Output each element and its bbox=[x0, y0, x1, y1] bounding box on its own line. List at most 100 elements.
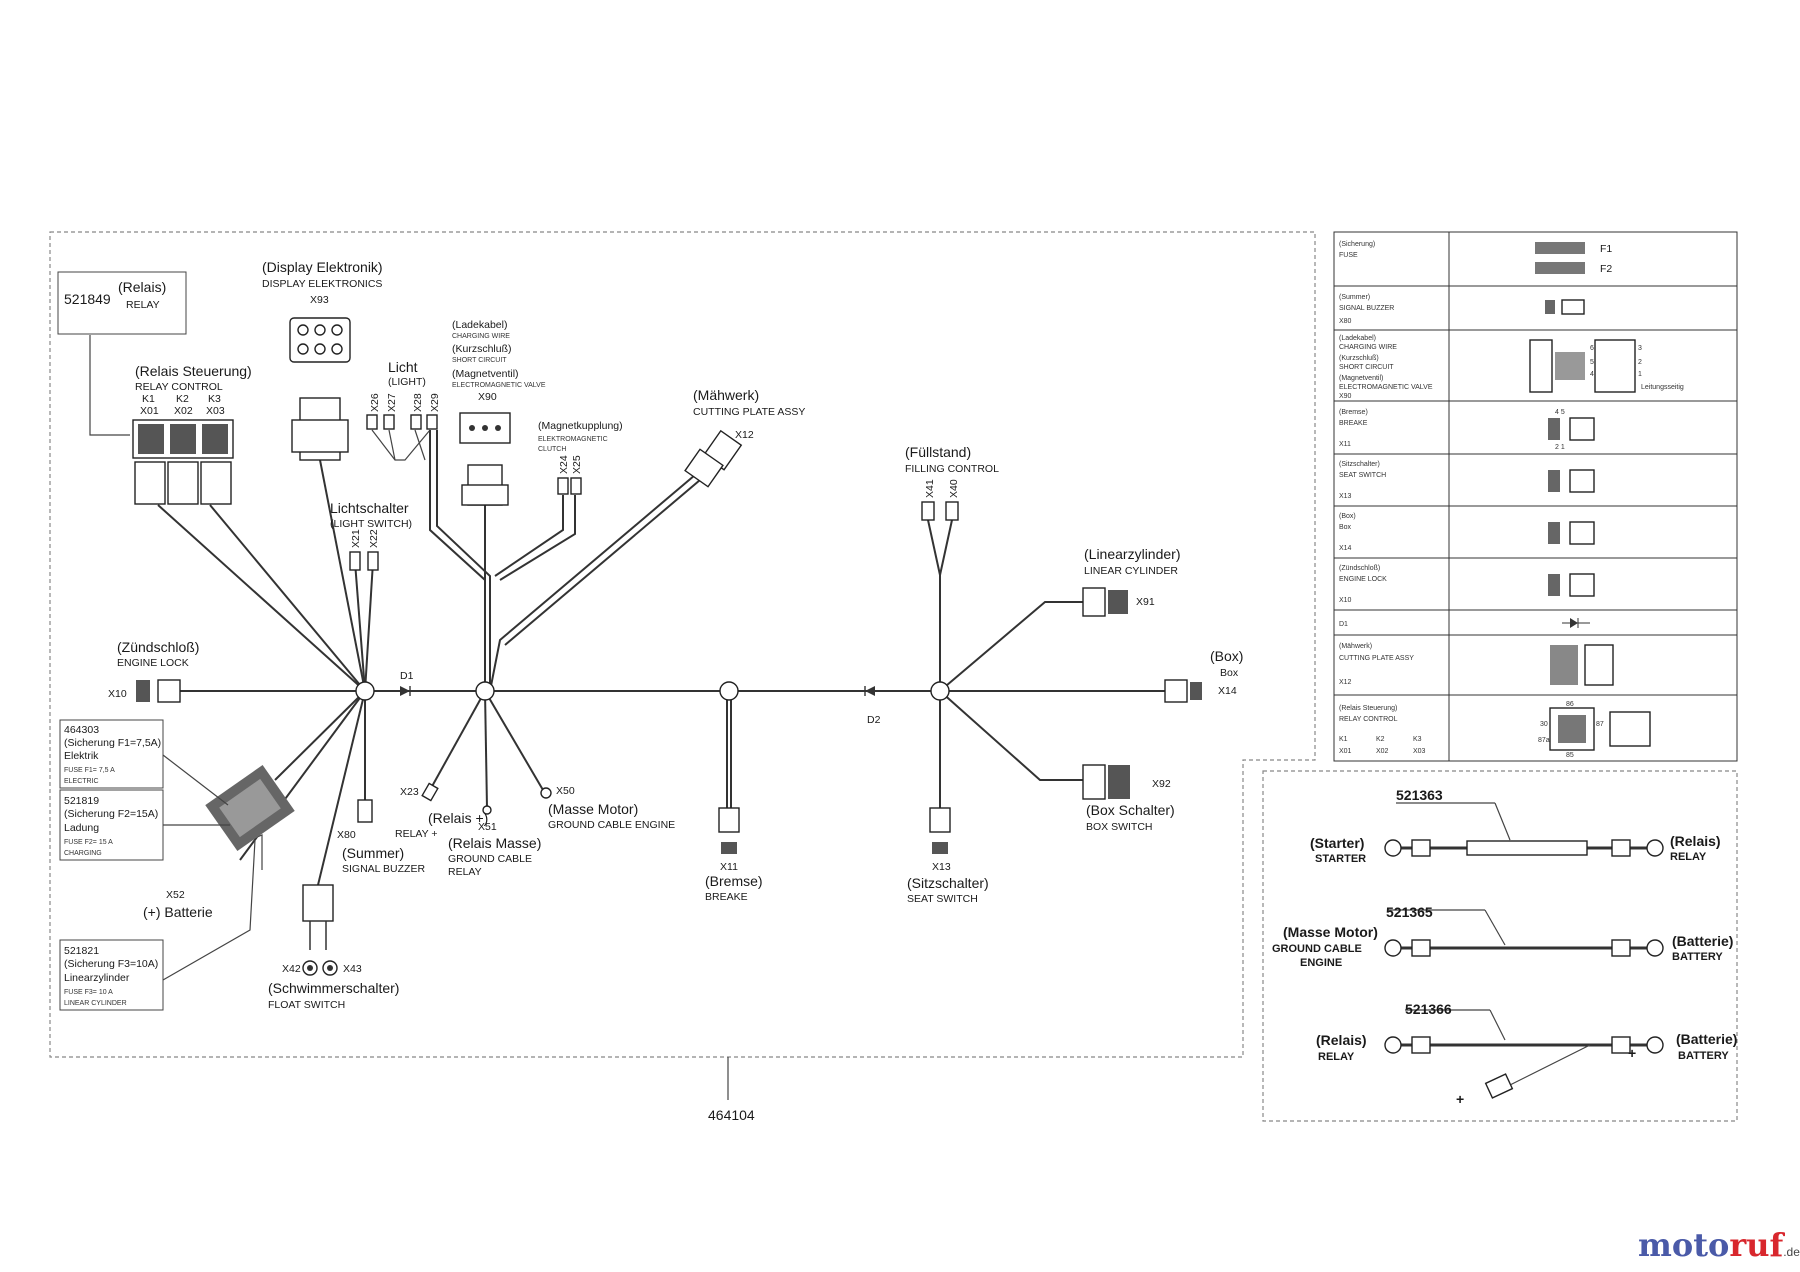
watermark-logo: motoruf.de bbox=[1638, 1226, 1800, 1264]
harness-node-2 bbox=[475, 681, 495, 701]
x29-label: X29 bbox=[429, 393, 441, 412]
fuse-f3-box bbox=[59, 939, 164, 1011]
legend-diode-icon bbox=[1562, 618, 1590, 628]
relay-plus-label-en: RELAY + bbox=[395, 828, 438, 840]
fuse-block bbox=[205, 764, 295, 852]
legend-charging-label-en: CHARGING WIRE bbox=[1339, 344, 1397, 351]
cable-521363-left-label-en: STARTER bbox=[1315, 853, 1366, 865]
legend-k1: K1 bbox=[1339, 736, 1348, 743]
fuse-f3-label2: Linearzylinder bbox=[64, 972, 130, 984]
brake-label-en: BREAKE bbox=[705, 891, 748, 903]
legend-short-label: (Kurzschluß) bbox=[1339, 355, 1379, 362]
valve-label-en: ELECTROMAGNETIC VALVE bbox=[452, 382, 546, 389]
legend-box-label: (Box) bbox=[1339, 513, 1356, 520]
fuse-f2-box bbox=[59, 789, 164, 861]
light-label-en: (LIGHT) bbox=[388, 376, 426, 388]
x52-label: X52 bbox=[166, 889, 185, 901]
harness-boundary bbox=[49, 231, 1316, 1058]
legend-brake-x11: X11 bbox=[1339, 441, 1351, 448]
legend-cutting-label: (Mähwerk) bbox=[1339, 643, 1372, 650]
x02-label: X02 bbox=[174, 405, 193, 417]
cable-521366-plus-left: + bbox=[1456, 1091, 1464, 1107]
legend-seat-label-en: SEAT SWITCH bbox=[1339, 472, 1386, 479]
box-switch-label: (Box Schalter) bbox=[1086, 802, 1175, 818]
x25-label: X25 bbox=[571, 455, 583, 474]
x50-label: X50 bbox=[556, 785, 575, 797]
x23-label: X23 bbox=[400, 786, 419, 798]
legend-pin-1: 1 bbox=[1638, 371, 1642, 378]
fuse-f3-number: 521821 bbox=[64, 945, 99, 957]
legend-engine-lock-label-en: ENGINE LOCK bbox=[1339, 576, 1387, 583]
cable-521365-left-label: (Masse Motor) bbox=[1283, 924, 1378, 940]
fuse-f1-label-en: FUSE F1= 7,5 A bbox=[64, 767, 115, 774]
x28-label: X28 bbox=[412, 393, 424, 412]
buzzer-label-en: SIGNAL BUZZER bbox=[342, 863, 425, 875]
cable-521363-right-label-en: RELAY bbox=[1670, 851, 1707, 863]
cutting-plate-label: (Mähwerk) bbox=[693, 387, 759, 403]
relay-ground-connector-x51 bbox=[482, 805, 492, 815]
relay-control-label: (Relais Steuerung) bbox=[135, 363, 252, 379]
float-switch-label: (Schwimmerschalter) bbox=[268, 980, 399, 996]
brake-connector-x11 bbox=[718, 807, 740, 854]
x22-label: X22 bbox=[368, 529, 380, 548]
legend-k2: K2 bbox=[1376, 736, 1385, 743]
linear-cylinder-label-en: LINEAR CYLINDER bbox=[1084, 565, 1178, 577]
legend-buzzer-label: (Summer) bbox=[1339, 294, 1370, 301]
engine-ground-label-en: GROUND CABLE ENGINE bbox=[548, 819, 675, 831]
cable-521365-right-label-en: BATTERY bbox=[1672, 951, 1723, 963]
engine-ground-label: (Masse Motor) bbox=[548, 801, 638, 817]
legend-box-x14: X14 bbox=[1339, 545, 1352, 552]
cable-521366-right-label: (Batterie) bbox=[1676, 1031, 1737, 1047]
light-connectors bbox=[366, 414, 438, 430]
legend-valve-label-en: ELECTROMAGNETIC VALVE bbox=[1339, 384, 1433, 391]
box-switch-connector-x92 bbox=[1082, 764, 1130, 800]
legend-pin-5: 5 bbox=[1590, 359, 1594, 366]
watermark-part2: ruf bbox=[1729, 1226, 1784, 1264]
float-switch-label-en: FLOAT SWITCH bbox=[268, 999, 345, 1011]
display-connector-x93 bbox=[289, 317, 351, 363]
legend-pin-85: 85 bbox=[1566, 752, 1574, 759]
box-switch-label-en: BOX SWITCH bbox=[1086, 821, 1153, 833]
fuse-f2-label2: Ladung bbox=[64, 822, 99, 834]
x24-label: X24 bbox=[558, 455, 570, 474]
legend-pin-45: 4 5 bbox=[1555, 409, 1565, 416]
clutch-label: (Magnetkupplung) bbox=[538, 420, 623, 432]
x93-label: X93 bbox=[310, 294, 329, 306]
filling-label: (Füllstand) bbox=[905, 444, 971, 460]
cable-521366-number: 521366 bbox=[1405, 1001, 1452, 1017]
box-connector-x14 bbox=[1164, 679, 1202, 703]
clutch-label-en2: CLUTCH bbox=[538, 446, 566, 453]
x40-label: X40 bbox=[948, 479, 960, 498]
legend-pin-30: 30 bbox=[1540, 721, 1548, 728]
x91-label: X91 bbox=[1136, 596, 1155, 608]
legend-x03: X03 bbox=[1413, 748, 1426, 755]
x26-label: X26 bbox=[369, 393, 381, 412]
cutting-plate-connector-x12 bbox=[684, 429, 743, 488]
legend-pin-86: 86 bbox=[1566, 701, 1574, 708]
relay-label: (Relais) bbox=[118, 279, 166, 295]
charging-label: (Ladekabel) bbox=[452, 319, 507, 331]
relay-ground-label: (Relais Masse) bbox=[448, 835, 541, 851]
short-circuit-label-en: SHORT CIRCUIT bbox=[452, 357, 507, 364]
watermark-part1: moto bbox=[1638, 1226, 1730, 1264]
legend-k3: K3 bbox=[1413, 736, 1422, 743]
battery-label: (+) Batterie bbox=[143, 904, 213, 920]
fuse-f3-label: (Sicherung F3=10A) bbox=[64, 958, 158, 970]
fuse-f1-label2: Elektrik bbox=[64, 750, 99, 762]
fuse-f2-label: (Sicherung F2=15A) bbox=[64, 808, 158, 820]
light-switch-connectors bbox=[349, 551, 379, 571]
cable-521366-left-label: (Relais) bbox=[1316, 1032, 1367, 1048]
k3-label: K3 bbox=[208, 393, 221, 405]
x14-label: X14 bbox=[1218, 685, 1237, 697]
legend-engine-lock-x10: X10 bbox=[1339, 597, 1352, 604]
seat-switch-label-en: SEAT SWITCH bbox=[907, 893, 978, 905]
legend-relay-control-label: (Relais Steuerung) bbox=[1339, 705, 1397, 712]
x92-label: X92 bbox=[1152, 778, 1171, 790]
legend-valve-label: (Magnetventil) bbox=[1339, 375, 1383, 382]
relay-part-number: 521849 bbox=[64, 291, 111, 307]
legend-f1: F1 bbox=[1600, 243, 1612, 255]
cable-521365-right-label: (Batterie) bbox=[1672, 933, 1733, 949]
k1-label: K1 bbox=[142, 393, 155, 405]
clutch-connectors bbox=[557, 477, 582, 495]
